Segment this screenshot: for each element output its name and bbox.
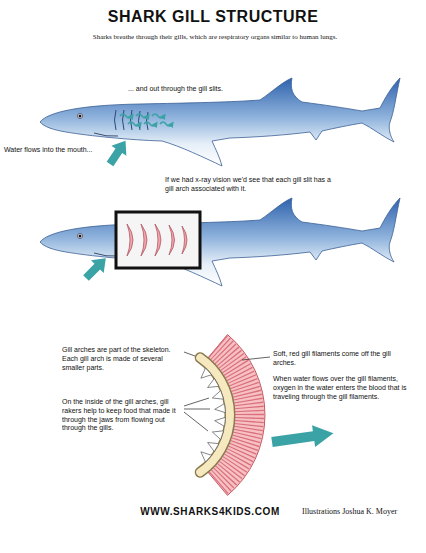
leader-line [184, 409, 210, 410]
water-flow-arrow [160, 122, 172, 126]
leader-line [242, 357, 270, 360]
leader-line [184, 412, 208, 431]
gill-raker [215, 404, 226, 413]
gill-raker [215, 417, 226, 426]
xray-gill-arch [127, 224, 133, 256]
gill-slit [147, 112, 149, 130]
shark-figure [40, 78, 400, 169]
annotation-label: Water flows into the mouth... [4, 146, 108, 155]
xray-gill-arch [182, 226, 187, 254]
shark-body [40, 198, 400, 286]
gill-slit [123, 110, 125, 130]
illustrator-credit: Illustrations Joshua K. Moyer [302, 507, 420, 517]
leader-lines [184, 352, 270, 431]
gill-arch-detail [184, 335, 335, 496]
gill-raker [201, 368, 212, 378]
annotation-label: ... and out through the gill slits. [128, 85, 268, 94]
xray-gill-arch [169, 225, 175, 255]
shark-mouth [94, 133, 118, 136]
gill-rakers [201, 368, 226, 462]
xray-window [116, 212, 200, 268]
gill-slits [115, 110, 149, 130]
water-flow-arrow [144, 122, 156, 126]
website-credit: WWW.SHARKS4KIDS.COM [120, 506, 300, 519]
xray-gill-arch [141, 224, 147, 256]
annotation-label: On the inside of the gill arches, gill r… [62, 398, 180, 433]
shark-eye [77, 113, 82, 118]
gill-raker [201, 452, 212, 462]
water-out-arrow [270, 422, 334, 452]
shark-pupil [79, 115, 82, 118]
annotation-label: Soft, red gill filaments come off the gi… [273, 350, 413, 368]
water-in-arrow [80, 252, 113, 285]
water-flow-arrow [128, 122, 140, 126]
xray-gill-arches [127, 224, 187, 256]
subtitle-text: Sharks breathe through their gills, whic… [2, 33, 426, 42]
water-flow-arrows [120, 114, 172, 126]
annotation-label: If we had x-ray vision we'd see that eac… [165, 176, 337, 194]
gill-slit [131, 110, 133, 130]
shark-mouth [94, 253, 118, 256]
annotation-label: Gill arches are part of the skeleton. Ea… [62, 346, 180, 372]
water-flow-arrow [152, 114, 164, 118]
leader-line [184, 352, 195, 356]
shark-body [40, 78, 400, 166]
gill-raker [208, 443, 219, 452]
title-text: SHARK GILL STRUCTURE [0, 7, 426, 27]
gill-arch-bone [200, 358, 230, 473]
annotation-label: When water flows over the gill filaments… [273, 375, 413, 401]
water-in-arrow [103, 136, 134, 169]
gill-raker [208, 378, 219, 387]
water-flow-arrow [136, 114, 148, 118]
leader-line [184, 398, 209, 406]
water-flow-arrow [120, 114, 132, 118]
gill-slit [115, 110, 117, 130]
gill-raker [212, 391, 223, 400]
shark-eye [77, 233, 82, 238]
gill-arch-outline [200, 358, 230, 473]
shark-pupil [79, 235, 82, 238]
gill-raker [212, 431, 223, 440]
shark-figure [40, 198, 400, 286]
xray-gill-arch [155, 224, 161, 256]
